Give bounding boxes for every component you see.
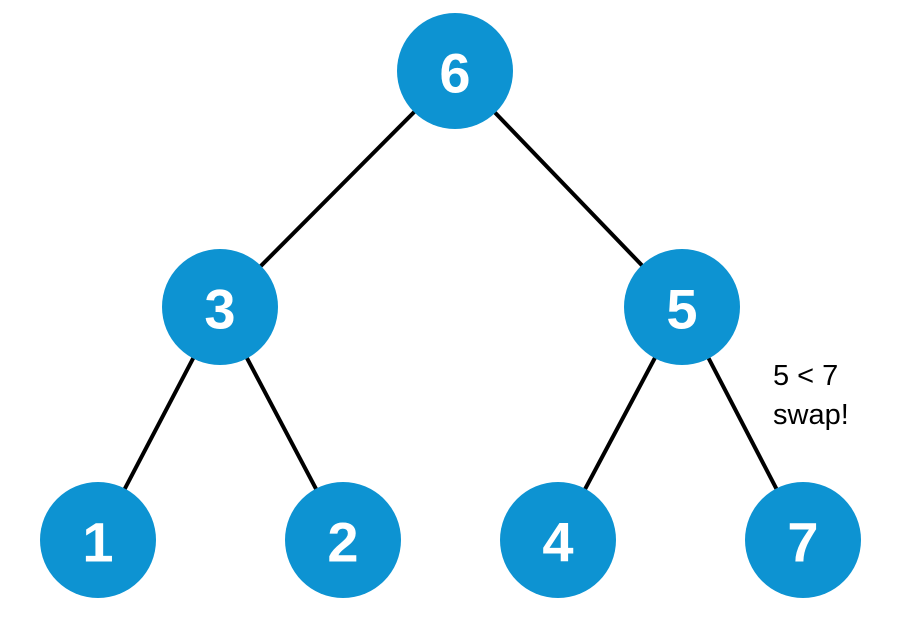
- node-label-right: 5: [666, 278, 697, 341]
- node-label-root: 6: [439, 42, 470, 105]
- node-left[interactable]: 3: [162, 249, 278, 365]
- node-root[interactable]: 6: [397, 13, 513, 129]
- node-label-leaf4: 4: [542, 511, 573, 574]
- node-circle-root[interactable]: [397, 13, 513, 129]
- node-leaf1[interactable]: 1: [40, 482, 156, 598]
- node-leaf4[interactable]: 4: [500, 482, 616, 598]
- node-circle-leaf7[interactable]: [745, 482, 861, 598]
- node-circle-right[interactable]: [624, 249, 740, 365]
- annotation-comparison-line: 5 < 7: [773, 360, 838, 392]
- node-label-leaf2: 2: [327, 511, 358, 574]
- annotation-swap-line: swap!: [773, 399, 849, 431]
- node-circle-leaf1[interactable]: [40, 482, 156, 598]
- node-label-leaf7: 7: [787, 511, 818, 574]
- node-label-left: 3: [204, 278, 235, 341]
- node-label-leaf1: 1: [82, 511, 113, 574]
- node-circle-leaf4[interactable]: [500, 482, 616, 598]
- node-right[interactable]: 5: [624, 249, 740, 365]
- swap-annotation: 5 < 7 swap!: [773, 360, 849, 431]
- node-leaf7[interactable]: 7: [745, 482, 861, 598]
- node-circle-leaf2[interactable]: [285, 482, 401, 598]
- node-circle-left[interactable]: [162, 249, 278, 365]
- node-leaf2[interactable]: 2: [285, 482, 401, 598]
